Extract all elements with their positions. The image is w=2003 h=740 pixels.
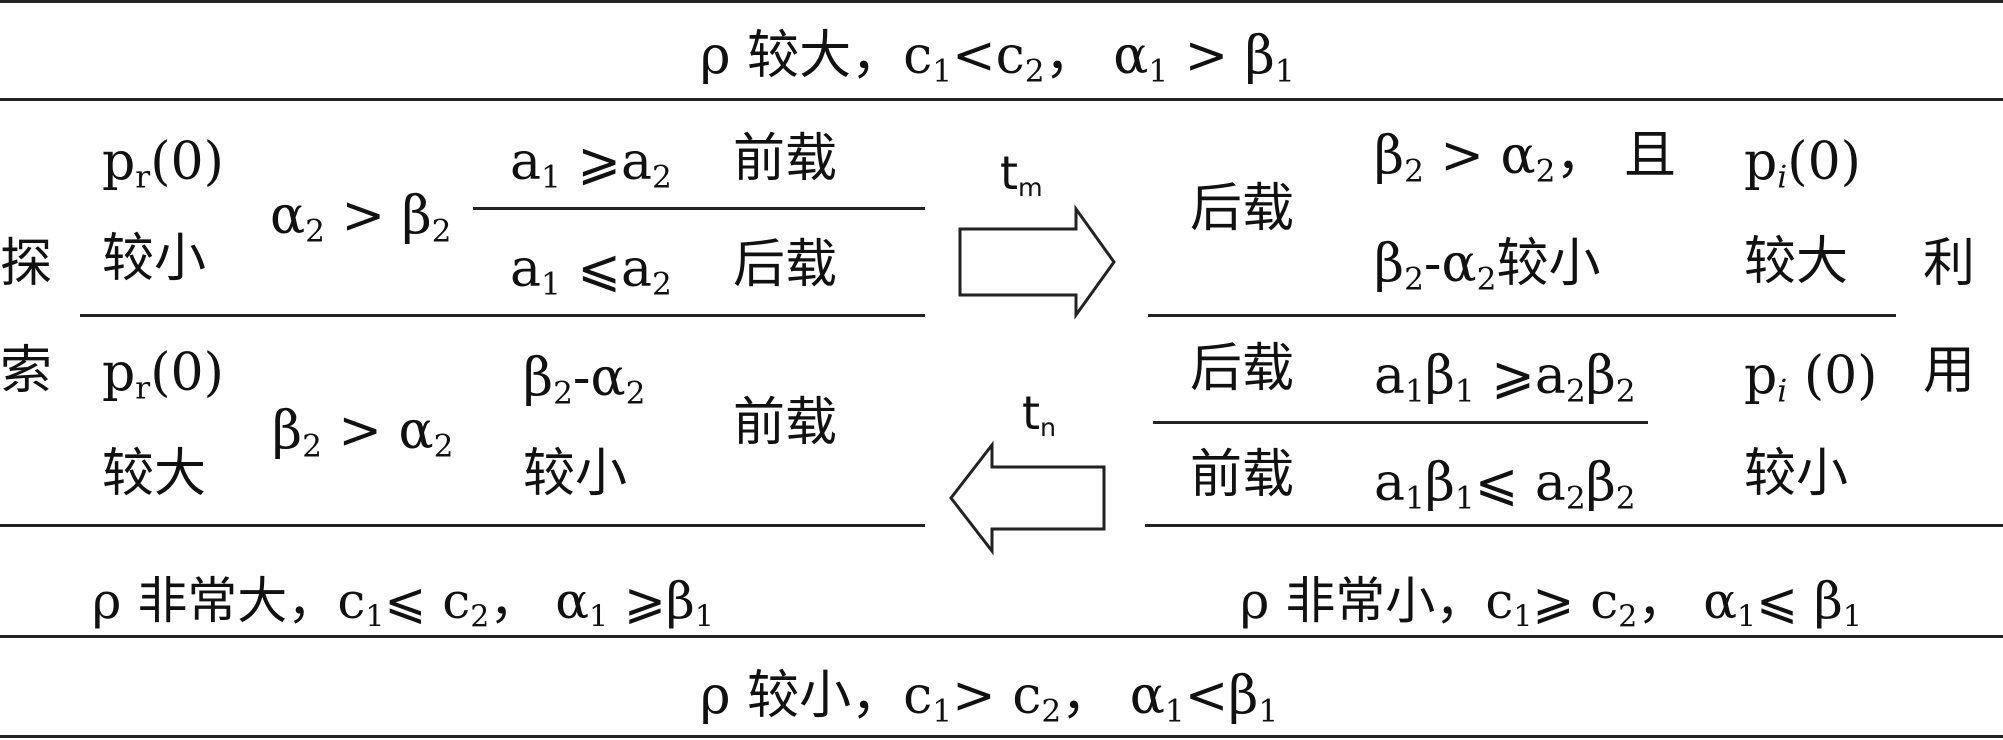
forward-arrow-label: tm [1000,146,1043,203]
explore-middle-divider [80,314,925,317]
exploit-upper-condition1: β2 > α2， 且 [1374,126,1677,190]
right-side-label-char1: 利 [1923,234,1976,294]
explore-lower-difference-desc: 较小 [523,444,628,504]
right-side-label-char2: 用 [1923,341,1976,401]
backward-arrow-label: tn [1022,386,1057,443]
exploit-lower-row1-condition: a1β1 ⩾a2β2 [1374,346,1636,410]
explore-footer-condition: ρ 非常大，c1⩽ c2， α1 ⩾β1 [92,572,714,635]
explore-upper-p-desc: 较小 [102,229,207,289]
banner-bottom-divider [0,635,2003,638]
backward-arrow-icon [949,440,1106,556]
exploit-lower-p-value: pi (0) [1744,346,1878,410]
exploit-bottom-divider [1145,524,2003,527]
exploit-lower-row-divider [1153,421,1648,424]
explore-lower-p-desc: 较大 [102,444,207,504]
top-rule [0,0,2003,3]
exploit-middle-divider [1148,314,1896,317]
exploit-upper-result: 后载 [1190,179,1295,239]
explore-upper-condition: α2 > β2 [270,186,452,250]
exploit-upper-p-value: pi(0) [1744,132,1861,196]
exploit-lower-row2-result: 前载 [1190,445,1295,505]
explore-upper-row2-condition: a1 ⩽a2 [510,239,672,303]
explore-upper-row2-result: 后载 [733,235,838,295]
exploit-footer-condition: ρ 非常小，c1⩾ c2， α1⩽ β1 [1240,572,1862,635]
explore-lower-condition: β2 > α2 [272,401,454,465]
explore-lower-p-value: pr(0) [102,343,224,407]
left-side-label-char1: 探 [0,234,53,294]
exploit-upper-condition2: β2-α2较小 [1374,234,1601,298]
left-side-label-char2: 索 [0,341,53,401]
explore-upper-p-value: pr(0) [102,132,224,196]
explore-lower-difference: β2-α2 [523,348,646,412]
explore-upper-row-divider [473,207,925,210]
top-banner-condition: ρ 较大，c1<c2， α1 > β1 [700,26,1295,90]
bottom-rule [0,735,2003,738]
exploit-upper-p-desc: 较大 [1744,232,1849,292]
banner-top-divider [0,98,2003,101]
explore-upper-row1-condition: a1 ⩾a2 [510,132,672,196]
explore-lower-result: 前载 [733,393,838,453]
forward-arrow-icon [958,204,1116,320]
explore-upper-row1-result: 前载 [733,129,838,189]
exploit-lower-row1-result: 后载 [1190,339,1295,399]
explore-bottom-divider [0,524,925,527]
bottom-banner-condition: ρ 较小，c1> c2， α1<β1 [700,666,1279,730]
exploit-lower-row2-condition: a1β1⩽ a2β2 [1374,453,1636,517]
exploit-lower-p-desc: 较小 [1744,444,1849,504]
